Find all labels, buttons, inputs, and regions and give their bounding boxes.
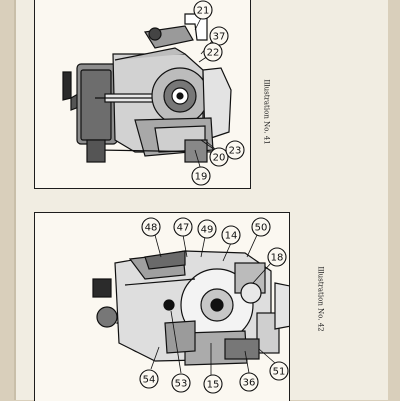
illustration-41-caption: Illustration No. 41 (262, 79, 271, 145)
illustration-42-frame: 48 47 49 14 50 18 54 53 15 36 51 (34, 212, 290, 401)
callout-circle (209, 147, 229, 167)
callout-label: 22 (207, 48, 220, 59)
illustration-41-drawing: 21 37 22 20 19 23 (62, 0, 245, 186)
callout-label: 49 (201, 225, 214, 236)
callout-label: 15 (207, 380, 220, 391)
callout-label: 53 (175, 379, 188, 390)
callout-label: 23 (229, 146, 242, 157)
callout-circle (193, 0, 213, 20)
callout-label: 20 (213, 153, 226, 164)
callout-circle (225, 140, 245, 160)
callout-circle (203, 42, 223, 62)
callout-label: 36 (243, 378, 256, 389)
callout-label: 47 (177, 223, 190, 234)
illustration-41-frame: 21 37 22 20 19 23 (34, 0, 251, 189)
callout-label: 19 (195, 172, 208, 183)
callout-label: 48 (145, 223, 158, 234)
illustration-42-drawing: 48 47 49 14 50 18 54 53 15 36 51 (92, 217, 289, 394)
callout-circle (191, 166, 211, 186)
callout-label: 54 (143, 375, 156, 386)
callout-label: 50 (255, 223, 268, 234)
callout-label: 37 (213, 32, 226, 43)
manual-page: 21 37 22 20 19 23 Illustration No. 41 (16, 0, 388, 401)
illustration-42-caption: Illustration No. 42 (316, 266, 325, 332)
callout-label: 51 (273, 367, 286, 378)
callout-label: 21 (197, 6, 210, 17)
callout-label: 18 (271, 253, 284, 264)
callout-label: 14 (225, 231, 238, 242)
